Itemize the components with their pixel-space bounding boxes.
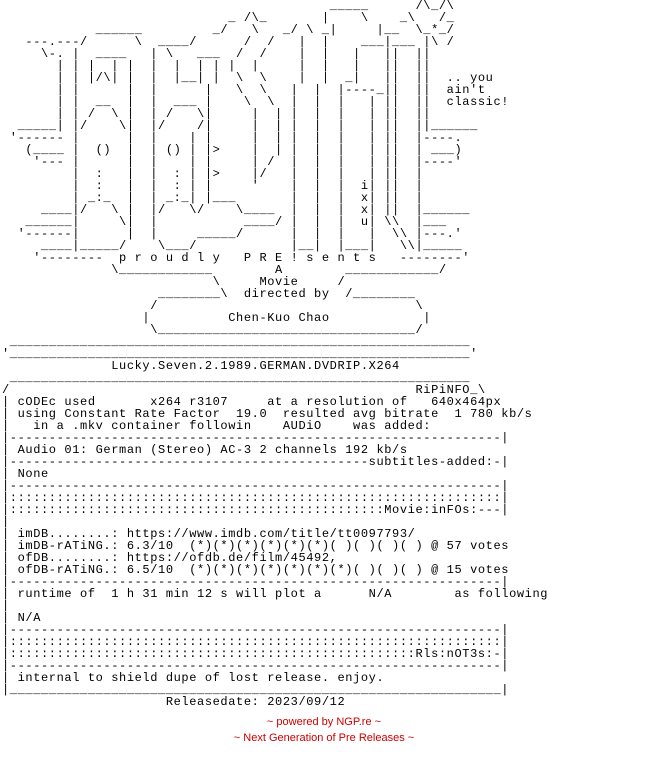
nfo-line: | | | | | | | | | | | | | | || || xyxy=(2,59,432,73)
nfo-line: | N/A xyxy=(2,611,42,625)
nfo-line: | Audio 01: German (Stereo) AC-3 2 chann… xyxy=(2,443,408,457)
nfo-line: ---.---/ \ ____/ / / | | ___|___ |\ / xyxy=(2,35,455,49)
nfo-line: |:::::::::::::::::::::::::::::::::::::::… xyxy=(2,647,510,661)
nfo-line: Releasedate: 2023/09/12 xyxy=(2,695,346,709)
nfo-line: ________\ directed by /________ xyxy=(2,287,416,301)
nfo-line: ______| \| | ____/ | | | u| \\ |___ xyxy=(2,215,447,229)
nfo-line: _____ /\_/\ xyxy=(2,0,455,13)
nfo-line: ______ _/ \ _/ \ _| |__ \_*_/ xyxy=(2,23,455,37)
nfo-line: '------ | | | | | | | | | | | || |----. xyxy=(2,131,463,145)
nfo-line: |---------------------------------------… xyxy=(2,659,510,673)
nfo-line: | using Constant Rate Factor 19.0 result… xyxy=(2,407,533,421)
nfo-line: |_______________________________________… xyxy=(2,683,510,697)
footer-tagline: ~ Next Generation of Pre Releases ~ xyxy=(233,732,415,744)
nfo-line: | | / \ | | / \| | | | | | | || || xyxy=(2,107,432,121)
nfo-line: | | | | | \ \ | | |----_|| || ain't xyxy=(2,83,486,97)
nfo-line: | _:_ | | _:_| |___ | | | x| || | xyxy=(2,191,424,205)
nfo-line: ____|_____/ \___/ |__| |___| \\|_____ xyxy=(2,239,463,253)
nfo-line: |---------------------------------------… xyxy=(2,431,510,445)
nfo-line: (____ | () | | () | |> | | | | | | || | … xyxy=(2,143,463,157)
nfo-line: |:::::::::::::::::::::::::::::::::::::::… xyxy=(2,503,510,517)
nfo-line: '_______________________________________… xyxy=(2,347,478,361)
nfo-line: | | __ | | ___ | \ \ | | | | || || class… xyxy=(2,95,510,109)
nfo-line: '--- | | | | | | / | | | | || |----' xyxy=(2,155,463,169)
nfo-line: |:::::::::::::::::::::::::::::::::::::::… xyxy=(2,491,510,505)
nfo-line: | xyxy=(2,515,10,529)
nfo-line: | imDB........: https://www.imdb.com/tit… xyxy=(2,527,416,541)
nfo-line: | in a .mkv container followin AUDiO was… xyxy=(2,419,432,433)
nfo-line: | ofDB........: https://ofdb.de/film/454… xyxy=(2,551,338,565)
nfo-line: | : | | : | |> |/ | | | | || | xyxy=(2,167,424,181)
nfo-line: ________________________________________… xyxy=(2,335,478,349)
nfo-line: | runtime of 1 h 31 min 12 s will plot a… xyxy=(2,587,549,601)
nfo-line: \-. | ____ | \ ___ / / | | | || || xyxy=(2,47,432,61)
nfo-line: / \ xyxy=(2,299,424,313)
nfo-line: | internal to shield dupe of lost releas… xyxy=(2,671,385,685)
nfo-line: | None xyxy=(2,467,49,481)
nfo-line: Lucky.Seven.2.1989.GERMAN.DVDRIP.X264 xyxy=(2,359,400,373)
nfo-line: \____________ A ____________/ xyxy=(2,263,447,277)
nfo-line: ____|/ \ | |/ \/ \____ | | | x| || |____… xyxy=(2,203,471,217)
nfo-line: '-------- p r o u d l y P R E ! s e n t … xyxy=(2,251,471,265)
nfo-line: | ofDB-rATiNG.: 6.5/10 (*)(*)(*)(*)(*)(*… xyxy=(2,563,510,577)
nfo-line: '------| | | _____/ | | | | \\ |---.' xyxy=(2,227,463,241)
nfo-line: | xyxy=(2,599,10,613)
nfo-ascii-art: _____ /\_/\ _ /\_ | \ _\ /_ ______ _/ \ … xyxy=(2,0,548,708)
nfo-line: / RiPiNFO_\ xyxy=(2,383,486,397)
nfo-line: | Chen-Kuo Chao | xyxy=(2,311,432,325)
nfo-line: ________________________________________… xyxy=(2,371,478,385)
nfo-line: | | |/\| | | |__| | \ \ | | _| || || .. … xyxy=(2,71,494,85)
footer-powered-by: ~ powered by NGP.re ~ xyxy=(266,716,382,728)
footer: ~ powered by NGP.re ~ ~ Next Generation … xyxy=(0,714,648,746)
nfo-line: | imDB-rATiNG.: 6.3/10 (*)(*)(*)(*)(*)(*… xyxy=(2,539,510,553)
nfo-line: | cODEc used x264 r3107 at a resolution … xyxy=(2,395,502,409)
nfo-line: |---------------------------------------… xyxy=(2,455,510,469)
nfo-line: _____| |/ \| |/ /| | | | | | | || ||____… xyxy=(2,119,478,133)
nfo-line: |---------------------------------------… xyxy=(2,575,510,589)
nfo-line: |:::::::::::::::::::::::::::::::::::::::… xyxy=(2,635,510,649)
nfo-line: |---------------------------------------… xyxy=(2,623,510,637)
nfo-line: \ Movie / xyxy=(2,275,346,289)
nfo-line: _ /\_ | \ _\ /_ xyxy=(2,11,455,25)
nfo-line: \_________________________________/ xyxy=(2,323,424,337)
nfo-line: |---------------------------------------… xyxy=(2,479,510,493)
nfo-line: | : | | : | | ' | | | i| || | xyxy=(2,179,424,193)
